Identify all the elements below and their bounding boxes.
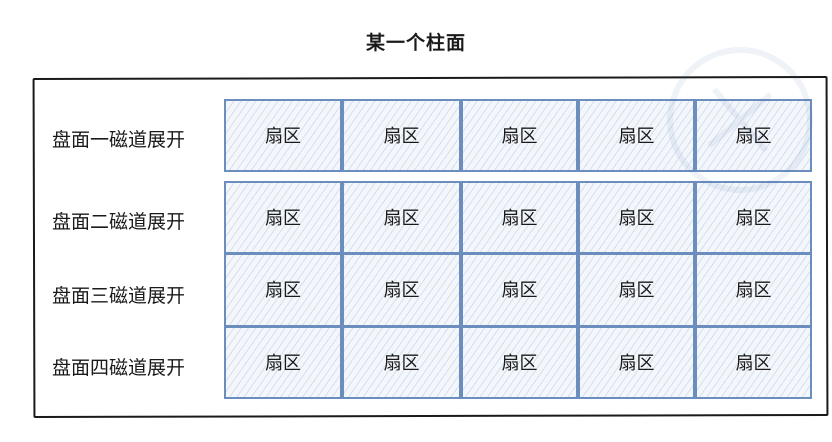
sector-cell: 扇区 [695, 326, 812, 399]
sector-cell: 扇区 [578, 253, 695, 327]
row-label: 盘面四磁道展开 [52, 357, 186, 379]
sector-label: 扇区 [265, 280, 301, 301]
sector-cell: 扇区 [342, 326, 461, 399]
sector-label: 扇区 [618, 280, 655, 301]
sector-cell: 扇区 [224, 253, 342, 327]
sector-cell: 扇区 [461, 253, 578, 327]
sector-cell: 扇区 [461, 99, 578, 172]
sector-label: 扇区 [735, 125, 772, 147]
sector-label: 扇区 [383, 207, 420, 229]
sector-label: 扇区 [501, 352, 538, 374]
sector-label: 扇区 [735, 207, 772, 229]
sector-label: 扇区 [265, 352, 301, 374]
sector-cell: 扇区 [578, 326, 695, 399]
sector-label: 扇区 [735, 280, 772, 301]
sector-cell: 扇区 [695, 181, 812, 254]
sector-label: 扇区 [383, 125, 420, 147]
sector-label: 扇区 [501, 125, 538, 147]
sector-label: 扇区 [265, 207, 301, 229]
row-label: 盘面一磁道展开 [52, 129, 186, 151]
sector-label: 扇区 [618, 125, 655, 147]
sector-label: 扇区 [383, 352, 420, 374]
sector-cell: 扇区 [224, 99, 342, 172]
row-label: 盘面二磁道展开 [52, 211, 186, 233]
sector-cell: 扇区 [342, 99, 461, 172]
sector-label: 扇区 [735, 352, 772, 374]
sector-label: 扇区 [618, 207, 655, 229]
sector-cell: 扇区 [461, 181, 578, 254]
sector-cell: 扇区 [578, 99, 695, 172]
sector-cell: 扇区 [224, 326, 342, 399]
sector-cell: 扇区 [578, 181, 695, 254]
sector-cell: 扇区 [695, 253, 812, 327]
sector-label: 扇区 [501, 207, 538, 229]
sector-cell: 扇区 [461, 326, 578, 399]
sector-cell: 扇区 [695, 99, 812, 172]
sector-label: 扇区 [383, 280, 420, 301]
row-label: 盘面三磁道展开 [52, 285, 186, 307]
sector-label: 扇区 [265, 125, 301, 147]
sector-cell: 扇区 [342, 181, 461, 254]
sector-cell: 扇区 [224, 181, 342, 254]
sector-cell: 扇区 [342, 253, 461, 327]
diagram-title: 某一个柱面 [365, 32, 466, 54]
sector-label: 扇区 [501, 280, 538, 301]
sector-label: 扇区 [618, 352, 655, 374]
